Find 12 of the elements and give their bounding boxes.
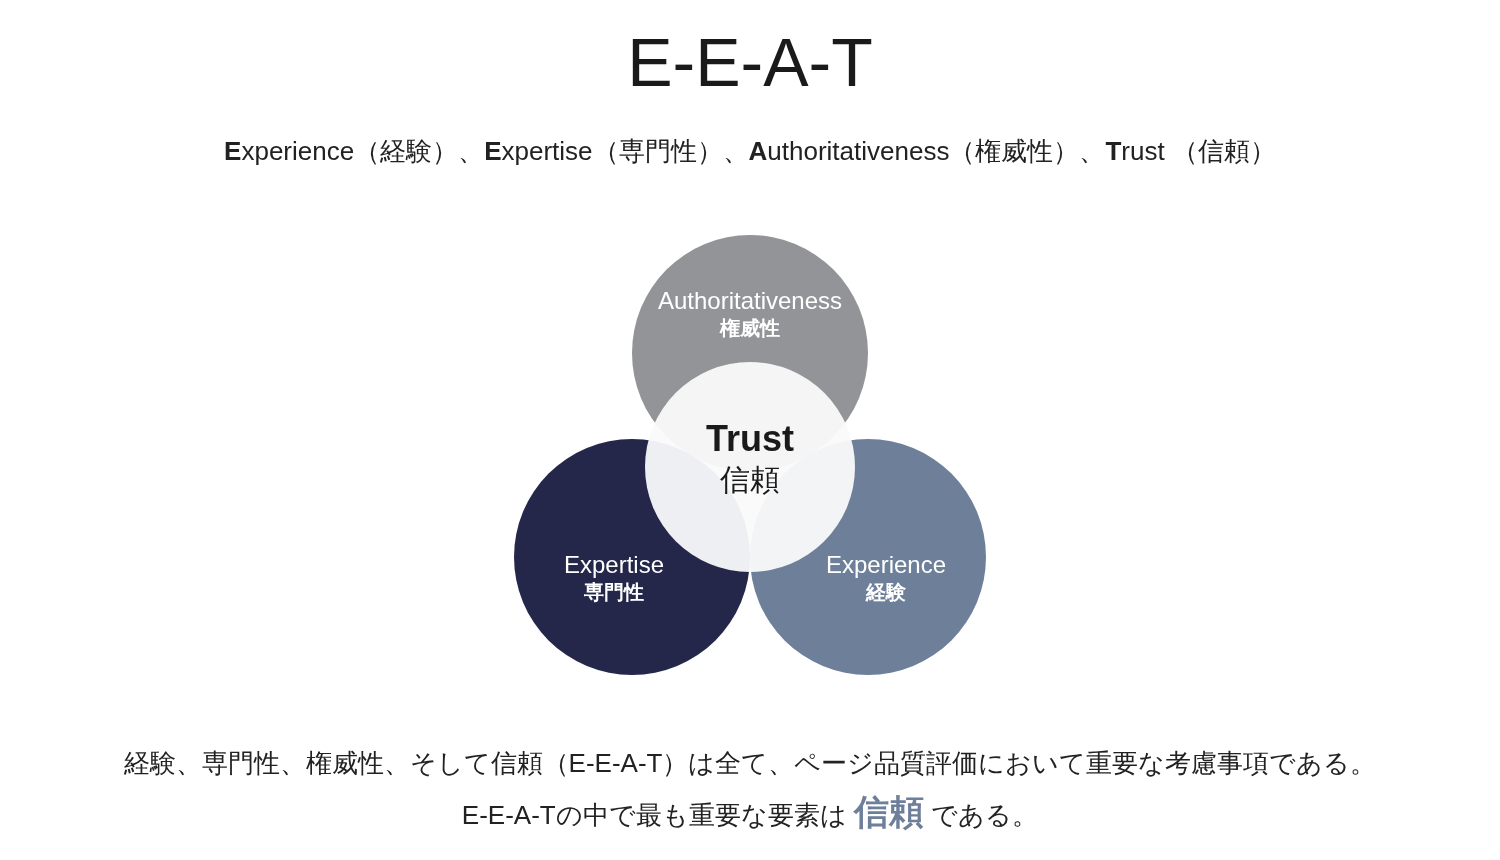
circle-title: Expertise xyxy=(563,549,664,580)
circle-title: Experience xyxy=(825,549,947,580)
circle-title: Trust xyxy=(706,416,794,461)
circle-subtitle: 専門性 xyxy=(584,579,644,605)
circle-subtitle: 経験 xyxy=(866,579,906,605)
title: E-E-A-T xyxy=(626,23,874,102)
circle-title: Authoritativeness xyxy=(657,285,843,316)
conclusion-text: E-E-A-Tの中で最も重要な要素は 信頼 である。 xyxy=(460,792,1040,833)
description-text: 経験、専門性、権威性、そして信頼（E-E-A-T）は全て、ページ品質評価において重要な考慮事項である。 xyxy=(122,747,1378,780)
circle-subtitle: 信頼 xyxy=(720,461,780,498)
subtitle: Experience（経験）、Expertise（専門性）、Authoritativeness（権威性）、Trust （信頼） xyxy=(223,135,1277,168)
circle-subtitle: 権威性 xyxy=(720,315,780,341)
